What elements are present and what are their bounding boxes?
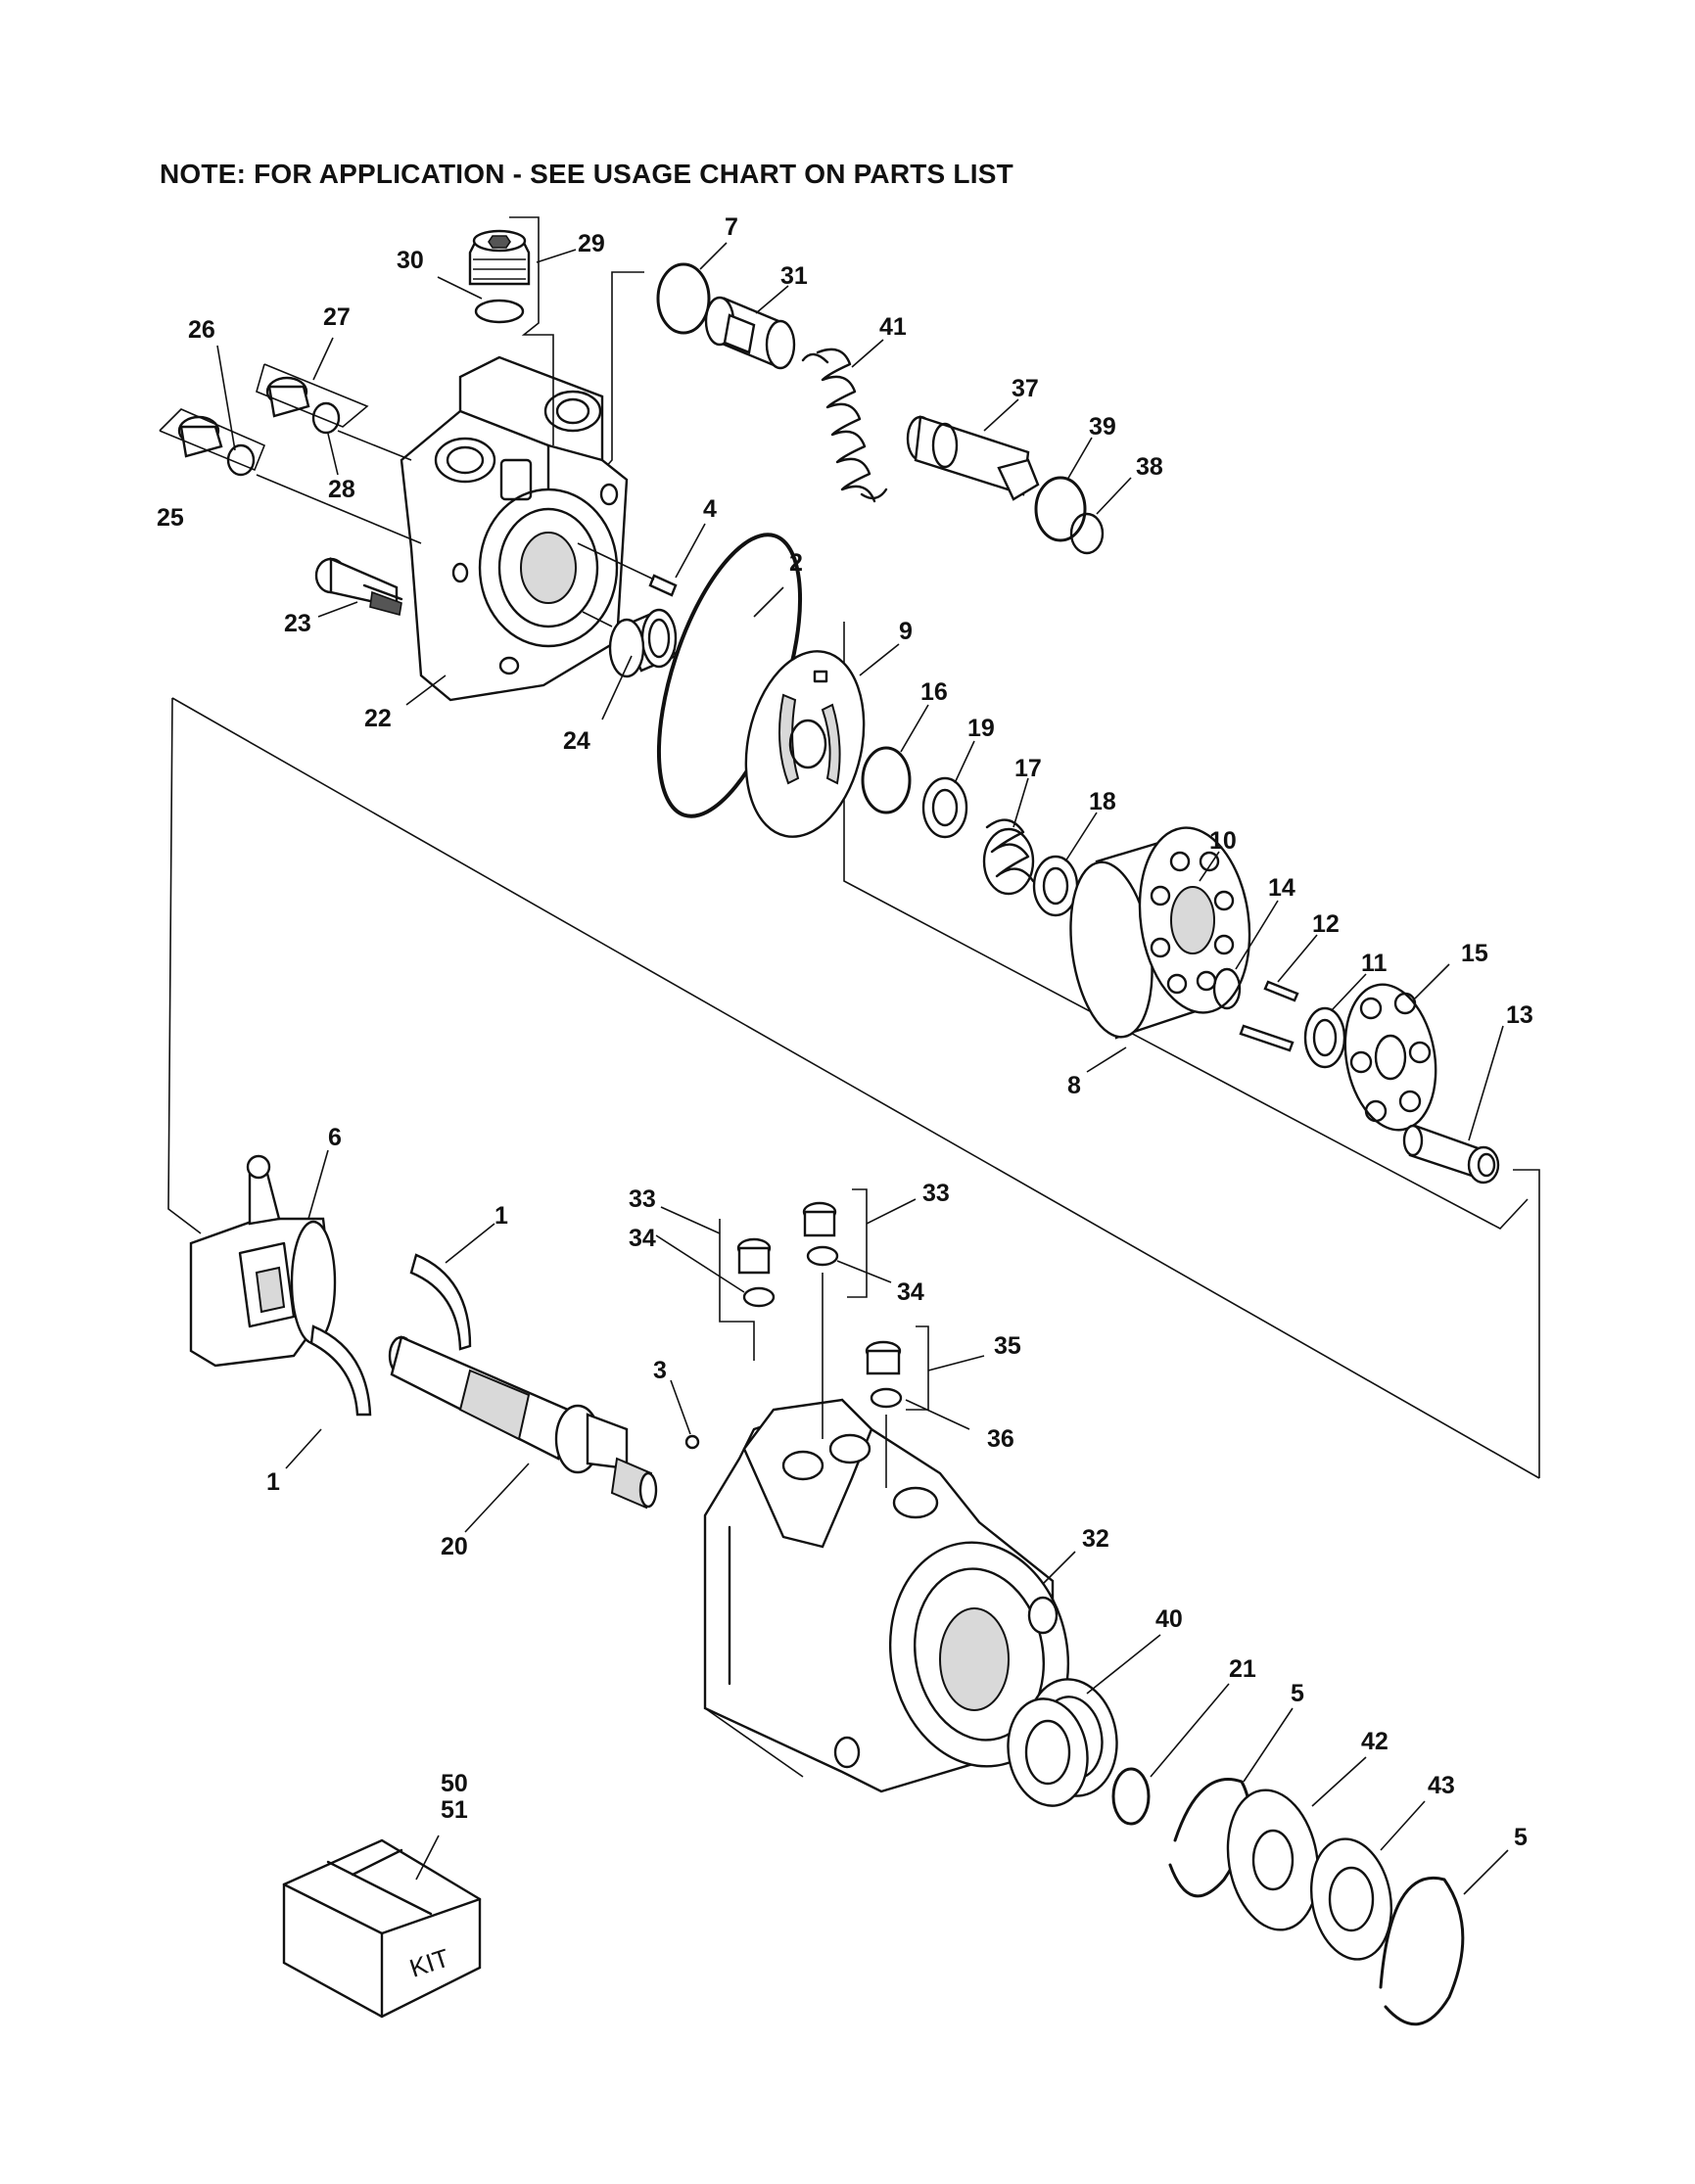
callout-23: 23: [284, 610, 311, 637]
shaft-bearing: [1007, 1678, 1118, 1807]
plug-disc: [1069, 512, 1105, 555]
retainer-plate: [1343, 983, 1437, 1132]
small-o-ring: [656, 262, 711, 335]
seal-washer: [1309, 1837, 1393, 1961]
drive-shaft: [388, 1335, 658, 1510]
cylinder-spring: [982, 818, 1035, 896]
callout-2: 2: [789, 549, 803, 577]
snap-ring: [861, 746, 912, 814]
callout-11: 11: [1361, 950, 1388, 977]
top-o-ring: [474, 299, 525, 324]
callout-33-left: 33: [629, 1185, 656, 1213]
callout-38: 38: [1136, 453, 1163, 481]
callout-27: 27: [323, 303, 351, 331]
check-ball: [684, 1434, 700, 1450]
swashplate: [189, 1154, 337, 1368]
callout-24: 24: [563, 727, 590, 755]
callout-21: 21: [1229, 1655, 1256, 1683]
callout-50: 50: [441, 1770, 468, 1797]
callout-36: 36: [987, 1425, 1014, 1453]
callout-43: 43: [1428, 1772, 1455, 1799]
callout-17: 17: [1014, 755, 1042, 782]
callout-1-lower: 1: [266, 1468, 280, 1496]
callout-34-right: 34: [897, 1278, 924, 1306]
control-piston: [906, 415, 1040, 501]
callout-29: 29: [578, 230, 605, 257]
side-plug-upper: [256, 363, 412, 461]
side-plug-lower: [159, 408, 422, 544]
control-spring: [801, 348, 888, 503]
cap-screw: [314, 557, 403, 616]
callout-30: 30: [397, 247, 424, 274]
swashplate-bearing-lower: [309, 1324, 372, 1417]
callout-5-lower: 5: [1514, 1824, 1528, 1851]
callout-leaders: [216, 242, 1509, 1895]
valve-block-housing: [400, 355, 629, 702]
callout-3: 3: [653, 1357, 667, 1384]
callout-14: 14: [1268, 874, 1295, 902]
callout-32: 32: [1082, 1525, 1109, 1553]
shaft-snap-ring: [1111, 1767, 1151, 1826]
dowel-pin: [577, 542, 678, 597]
callout-39: 39: [1089, 413, 1116, 441]
spherical-bushing: [1303, 1006, 1346, 1069]
callout-18: 18: [1089, 788, 1116, 815]
callout-28: 28: [328, 476, 355, 503]
callout-6: 6: [328, 1124, 342, 1151]
internal-retaining-ring-b: [1379, 1877, 1465, 2026]
port-plug-left: [719, 1219, 776, 1361]
spring-washer: [921, 776, 968, 839]
callout-22: 22: [364, 705, 392, 732]
callout-9: 9: [899, 618, 913, 645]
callout-10: 10: [1209, 827, 1237, 855]
callout-13: 13: [1506, 1001, 1533, 1029]
callout-5-upper: 5: [1291, 1680, 1304, 1707]
callout-16: 16: [920, 678, 948, 706]
callout-20: 20: [441, 1533, 468, 1560]
callout-1-upper: 1: [494, 1202, 508, 1230]
callout-40: 40: [1155, 1605, 1183, 1633]
callout-31: 31: [780, 262, 808, 290]
callout-42: 42: [1361, 1728, 1389, 1755]
collar-ring: [1212, 967, 1242, 1010]
retaining-ring: [1034, 476, 1087, 542]
piston-shoe: [1402, 1124, 1500, 1185]
callout-15: 15: [1461, 940, 1488, 967]
kit-box: KIT: [282, 1838, 482, 2019]
callout-25: 25: [157, 504, 184, 532]
callout-35: 35: [994, 1332, 1021, 1360]
callout-8: 8: [1067, 1072, 1081, 1099]
cylinder-washer: [1032, 855, 1079, 917]
shaft-seal: [1226, 1789, 1320, 1931]
spool: [704, 296, 796, 370]
valve-plate: [744, 650, 866, 838]
callout-37: 37: [1012, 375, 1039, 402]
callout-7: 7: [725, 213, 738, 241]
callout-33-right: 33: [922, 1180, 950, 1207]
top-plug: [468, 229, 531, 286]
callout-12: 12: [1312, 910, 1340, 938]
cylinder-block: [1069, 826, 1251, 1040]
diagram-note: NOTE: FOR APPLICATION - SEE USAGE CHART …: [160, 159, 1013, 189]
swashplate-bearing-upper: [409, 1253, 472, 1351]
callout-51: 51: [441, 1796, 468, 1824]
port-plug-center: [802, 1188, 868, 1439]
callout-4: 4: [703, 495, 717, 523]
retainer-pins: [1239, 980, 1299, 1052]
callout-41: 41: [879, 313, 907, 341]
port-plug-right: [865, 1325, 929, 1488]
callout-34-left: 34: [629, 1225, 656, 1252]
callout-labels: 30 29 7 31 41 37 39 38 26 27 28 25 4 2 2…: [157, 213, 1533, 1851]
callout-26: 26: [188, 316, 215, 344]
callout-19: 19: [967, 715, 995, 742]
